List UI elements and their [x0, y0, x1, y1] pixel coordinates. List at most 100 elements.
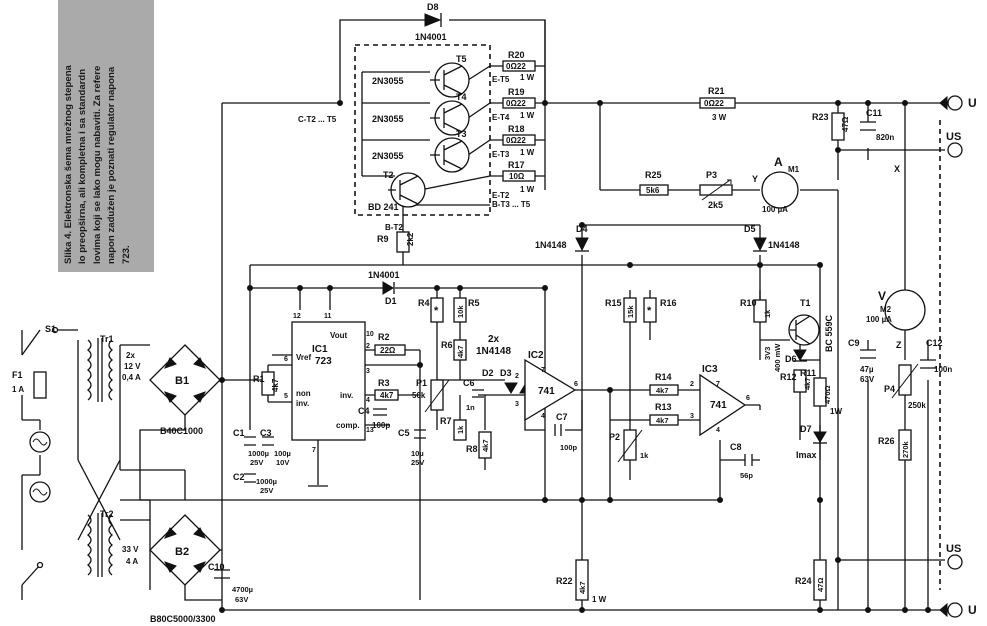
label-r7-value: 1k: [456, 425, 465, 434]
label-r19-watt: 1 W: [520, 111, 535, 120]
label-r11-watt: 1W: [830, 407, 842, 416]
label-d3: D3: [500, 368, 512, 378]
label-c10-v1: 4700µ: [232, 585, 253, 594]
f1-fuse-symbol: [33, 371, 47, 399]
label-r22-value: 4k7: [578, 581, 587, 594]
c2-capacitor-symbol: [244, 473, 256, 483]
label-r23-value: 47Ω: [841, 116, 850, 132]
label-r4: R4: [418, 298, 430, 308]
r4-resistor-symbol: [430, 297, 444, 323]
label-tr1-v2: 12 V: [124, 362, 141, 371]
label-r6-value: 4k7: [456, 345, 465, 358]
label-c2-v1: 1000µ: [256, 477, 277, 486]
c11-capacitor-symbol: [860, 121, 876, 131]
b2-bridge-rectifier-symbol: [149, 514, 221, 586]
r17-resistor-symbol: [502, 170, 536, 182]
d8-diode-symbol: [424, 13, 442, 27]
r15-resistor-symbol: [623, 297, 637, 323]
label-r14: R14: [655, 372, 672, 382]
label-r19: R19: [508, 87, 525, 97]
r23-resistor-symbol: [831, 112, 845, 141]
r24-resistor-symbol: [813, 559, 827, 601]
label-y: Y: [752, 174, 758, 184]
label-t5: T5: [456, 54, 467, 64]
label-r20-watt: 1 W: [520, 73, 535, 82]
label-m1-unit: A: [774, 155, 783, 169]
label-d2d3-b: 1N4148: [476, 346, 511, 357]
c5-capacitor-symbol: [414, 429, 426, 439]
r22-resistor-symbol: [575, 559, 589, 601]
label-pin2: 2: [366, 343, 370, 350]
label-c8-value: 56p: [740, 471, 753, 480]
label-r11-value: 470Ω: [823, 385, 832, 404]
label-c9-v2: 63V: [860, 375, 875, 384]
label-r15: R15: [605, 298, 622, 308]
label-r18-watt: 1 W: [520, 148, 535, 157]
label-pin10: 10: [366, 331, 374, 338]
r26-resistor-symbol: [898, 429, 912, 461]
label-et5: E-T5: [492, 75, 510, 84]
r8-resistor-symbol: [478, 431, 492, 459]
label-ct2: C-T2 ... T5: [298, 115, 337, 124]
components: [21, 13, 963, 618]
label-r2-value: 22Ω: [380, 346, 396, 355]
p1-potentiometer-symbol: [430, 379, 444, 411]
label-x: X: [894, 164, 900, 174]
label-p1: P1: [416, 378, 427, 388]
label-r19-value: 0Ω22: [506, 99, 526, 108]
label-r1: R1: [253, 374, 265, 384]
label-c10-v2: 63V: [235, 595, 248, 604]
label-ic2-p3: 3: [515, 401, 519, 408]
label-pin13: 13: [366, 427, 374, 434]
labels: D8 1N4001 T5 2N3055 T4 2N3055 T3 2N3055 …: [12, 2, 977, 624]
label-r10-value: 1k: [763, 309, 772, 318]
label-bt3: B-T3 ... T5: [492, 200, 531, 209]
r10-resistor-symbol: [753, 299, 767, 323]
label-u-minus: U: [968, 603, 977, 617]
label-c6: C6: [463, 378, 475, 388]
u-plus-terminal: [939, 95, 963, 111]
ic1-regulator-box: [291, 321, 366, 441]
us-minus-terminal: [947, 554, 963, 570]
label-c5-v2: 25V: [411, 458, 424, 467]
label-et2: E-T2: [492, 191, 510, 200]
label-r6: R6: [441, 340, 453, 350]
label-pin11: 11: [324, 313, 332, 320]
label-ic2: IC2: [528, 350, 544, 361]
label-ic2-p4: 4: [541, 413, 545, 420]
label-d1-type: 1N4001: [368, 270, 400, 280]
label-p4: P4: [884, 384, 895, 394]
label-tr2: Tr2: [100, 509, 114, 519]
label-r9: R9: [377, 234, 389, 244]
label-b2-type: B80C5000/3300: [150, 614, 216, 624]
label-ic3-p2: 2: [690, 381, 694, 388]
label-ic3-p7: 7: [716, 381, 720, 388]
label-r5-value: 10k: [456, 305, 465, 318]
label-c1-v2: 25V: [250, 458, 263, 467]
label-z: Z: [896, 340, 902, 350]
label-ic3-p3: 3: [690, 413, 694, 420]
c12-capacitor-symbol: [920, 359, 936, 369]
label-t3-type: 2N3055: [372, 151, 404, 161]
r18-resistor-symbol: [502, 134, 536, 146]
label-inv: inv.: [340, 391, 353, 400]
us-plus-terminal: [947, 142, 963, 158]
c10-capacitor-symbol: [214, 569, 230, 579]
label-c4: C4: [358, 406, 370, 416]
label-r13: R13: [655, 402, 672, 412]
caption-panel: Slika 4. Elektronska šema mrežnog stepen…: [58, 0, 154, 272]
d7-led-symbol: [813, 431, 827, 443]
d2-diode-symbol: [504, 382, 518, 394]
label-r21-value: 0Ω22: [704, 99, 724, 108]
label-c3-v2: 10V: [276, 458, 289, 467]
r9-resistor-symbol: [396, 231, 410, 253]
label-c10: C10: [208, 562, 225, 572]
label-pin7: 7: [312, 447, 316, 454]
ic2-opamp-symbol: [524, 358, 577, 422]
label-r16: R16: [660, 298, 677, 308]
label-f1: F1: [12, 370, 23, 380]
label-b1-type: B40C1000: [160, 426, 203, 436]
label-r7: R7: [440, 416, 452, 426]
label-us-plus: US: [946, 131, 961, 143]
